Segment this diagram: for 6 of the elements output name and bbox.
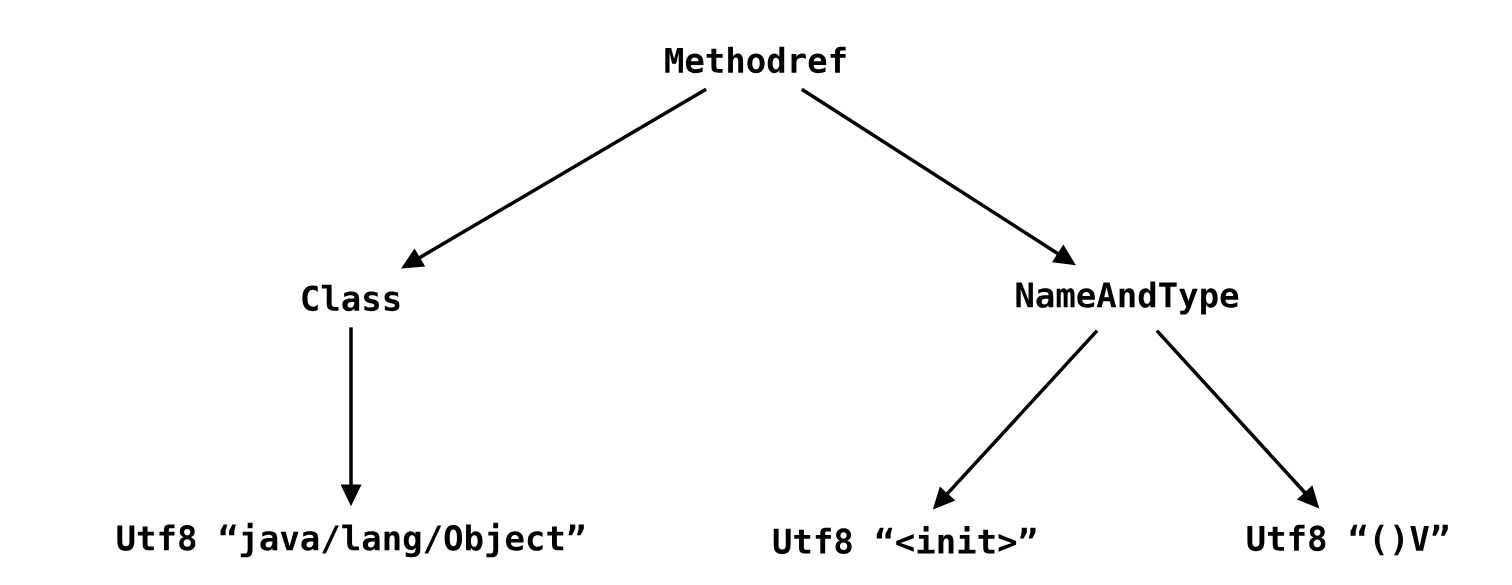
- node-label: Utf8 “()V”: [1247, 524, 1448, 556]
- node-label: Utf8 “java/lang/Object”: [117, 522, 584, 558]
- node-label: Class: [302, 284, 400, 312]
- node-label: NameAndType: [1016, 281, 1239, 315]
- node-label: Methodref: [665, 46, 846, 74]
- node-label: Utf8 “<init>”: [773, 525, 1036, 555]
